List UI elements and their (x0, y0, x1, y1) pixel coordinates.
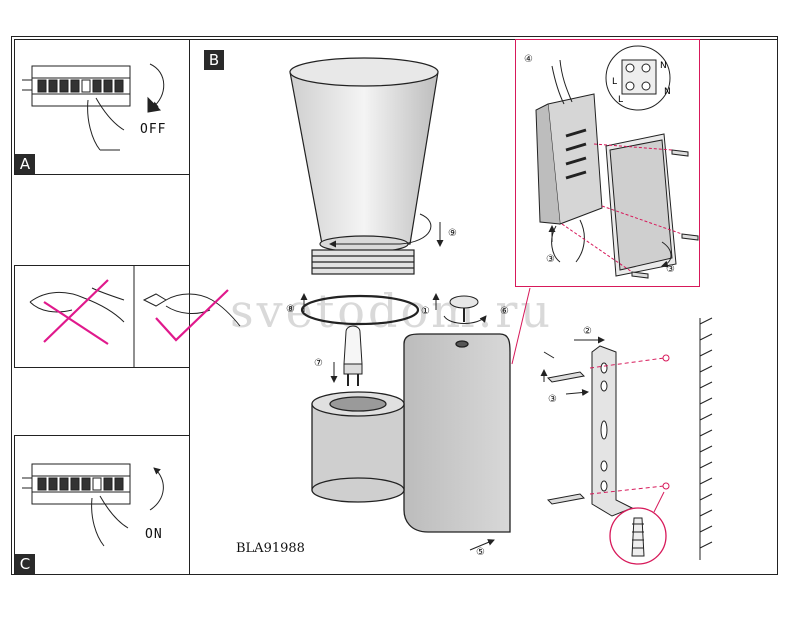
terminal-n-bottom: N (664, 87, 671, 97)
step-5-label: ⑤ (476, 547, 485, 558)
step-3-inset-label-right: ③ (666, 264, 675, 275)
wall-section (699, 317, 713, 560)
terminal-block: N N L L (605, 45, 671, 111)
rotate-on-arrow (149, 467, 164, 511)
check-mark (155, 289, 229, 342)
terminal-n-top: N (660, 61, 667, 71)
terminal-l-bottom: L (618, 95, 623, 105)
wall-screws (546, 371, 586, 505)
mounting-bracket (591, 345, 634, 517)
glass-shade (289, 57, 439, 275)
step-6-label: ⑥ (500, 306, 509, 317)
cross-mark (43, 279, 109, 345)
breaker-box-off (22, 63, 165, 151)
model-code: BLA91988 (236, 541, 305, 556)
panel-c-tag: C (15, 554, 35, 574)
wall-plug-detail (609, 491, 667, 565)
rotate-shade-arrow (329, 213, 432, 248)
watermark: svetodom.ru (230, 284, 553, 338)
gasket-ring (300, 294, 420, 326)
junction-box (535, 59, 603, 263)
panel-b-tag: B (204, 50, 224, 70)
terminal-l-left: L (612, 77, 617, 87)
panel-c: C ON (14, 435, 190, 575)
step-9-label: ⑨ (448, 228, 457, 239)
step-2-label: ② (583, 326, 592, 337)
step-labels: ① ② ③ ④ ⑤ ⑥ ⑦ ⑧ ⑨ ③ ③ (286, 54, 675, 558)
lamp-body (311, 333, 511, 533)
step-8-label: ⑧ (286, 304, 295, 315)
wiring-detail-inset (515, 39, 700, 287)
cover-screws (631, 149, 699, 279)
step-1-label: ① (421, 306, 430, 317)
bulb-hand-correct (142, 293, 241, 327)
breaker-box-on (22, 463, 164, 547)
breaker-switches (37, 79, 124, 93)
fixing-screw (449, 295, 479, 322)
step-7-label: ⑦ (314, 358, 323, 369)
step-3-inset-label: ③ (546, 254, 555, 265)
hand-on (91, 495, 129, 547)
g9-bulb (343, 325, 363, 386)
cover-plate (605, 133, 677, 277)
step-4-label: ④ (524, 54, 533, 65)
on-label: ON (145, 527, 163, 542)
rotate-off-arrow (149, 63, 165, 109)
panel-a-tag: A (15, 154, 35, 174)
bulb-hand-wrong (29, 265, 135, 368)
hand-off (87, 97, 125, 151)
off-label: OFF (140, 122, 167, 137)
step-3-label: ③ (548, 394, 557, 405)
